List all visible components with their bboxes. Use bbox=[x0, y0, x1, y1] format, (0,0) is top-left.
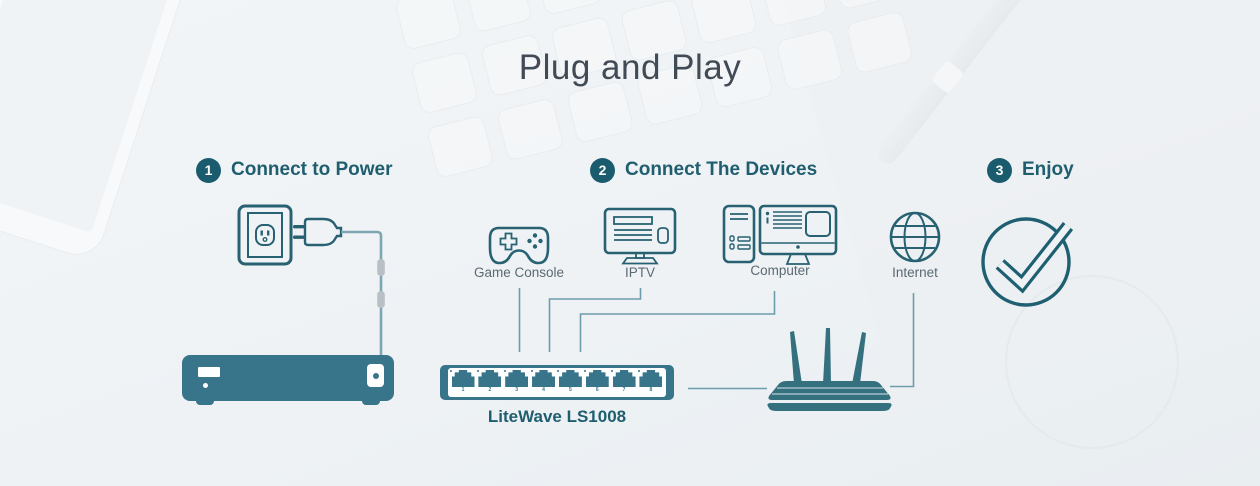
computer-label: Computer bbox=[750, 263, 810, 278]
rj45-port: 3 bbox=[503, 370, 529, 397]
step-1-label: Connect to Power bbox=[231, 159, 393, 180]
switch-power-port bbox=[367, 364, 384, 387]
step-2-badge-icon: 2 bbox=[590, 157, 615, 183]
router-illustration bbox=[767, 328, 892, 411]
rj45-port: 1 bbox=[450, 370, 475, 397]
game-console-label: Game Console bbox=[473, 265, 565, 280]
switch-foot bbox=[362, 399, 380, 405]
switch-front-illustration: 1 2 3 4 5 6 7 8 bbox=[440, 365, 674, 400]
rj45-port: 6 bbox=[584, 370, 609, 397]
iptv-label: IPTV bbox=[624, 265, 655, 280]
rj45-port: 5 bbox=[557, 370, 582, 397]
internet-globe-icon bbox=[889, 211, 941, 263]
step-1-header: 1 Connect to Power bbox=[196, 157, 393, 183]
internet-label: Internet bbox=[892, 265, 938, 280]
iptv-icon bbox=[603, 207, 677, 265]
step-2-header: 2 Connect The Devices bbox=[590, 157, 817, 183]
switch-back-illustration bbox=[182, 355, 394, 405]
rj45-port: 2 bbox=[476, 370, 502, 397]
power-outlet-icon bbox=[237, 204, 293, 266]
step-1-badge-icon: 1 bbox=[196, 157, 221, 183]
step-2-label: Connect The Devices bbox=[625, 159, 818, 180]
computer-icon bbox=[722, 204, 838, 265]
step-3-header: 3 Enjoy bbox=[987, 157, 1074, 183]
switch-foot bbox=[196, 399, 214, 405]
switch-port-panel: 1 2 3 4 5 6 7 8 bbox=[448, 368, 666, 397]
step-3-badge-icon: 3 bbox=[987, 157, 1012, 183]
power-plug-icon bbox=[293, 217, 385, 358]
switch-led-dot bbox=[203, 383, 208, 388]
checkmark-circle-icon bbox=[981, 217, 1074, 307]
rj45-port: 4 bbox=[530, 370, 556, 397]
rj45-port: 7 bbox=[611, 370, 636, 397]
product-model-label: LiteWave LS1008 bbox=[487, 407, 627, 426]
switch-label-sticker bbox=[198, 367, 220, 377]
rj45-port: 8 bbox=[637, 370, 663, 397]
page-title: Plug and Play bbox=[518, 48, 742, 87]
game-console-icon bbox=[488, 226, 550, 265]
step-3-label: Enjoy bbox=[1022, 159, 1074, 180]
